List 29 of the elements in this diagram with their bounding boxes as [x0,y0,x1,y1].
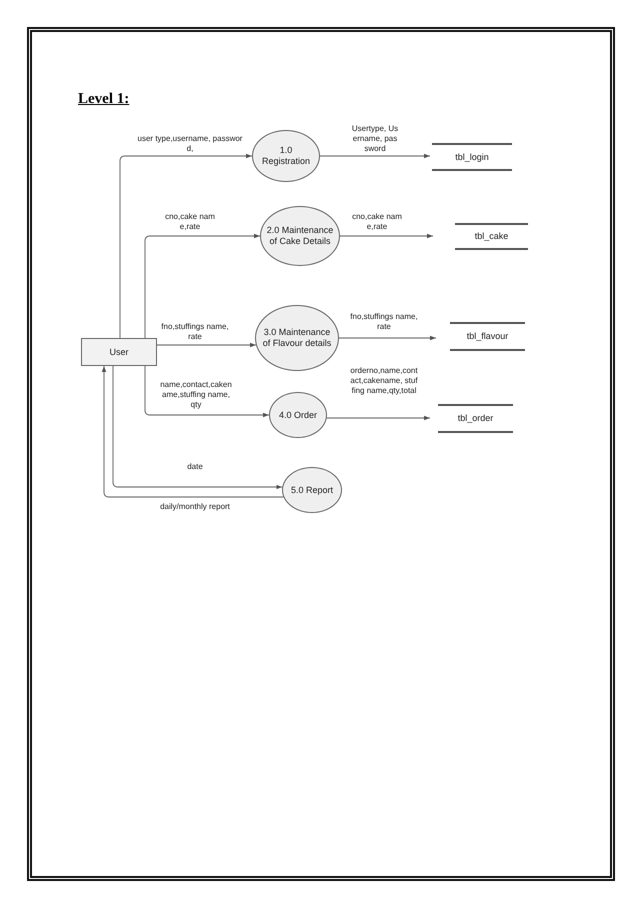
edge-label: user type,username, password, [136,134,244,154]
data-store: tbl_login [432,143,512,171]
process-circle: 2.0 Maintenance of Cake Details [260,206,340,266]
process-circle: 1.0 Registration [252,130,320,182]
arrow [338,336,436,340]
edge-label: daily/monthly report [160,502,230,512]
process-circle: 5.0 Report [282,467,342,513]
edge-label: cno,cake name,rate [352,212,402,232]
entity-box: User [81,338,157,366]
process-circle: 4.0 Order [269,392,327,438]
arrow [144,234,260,338]
arrow [340,234,434,238]
arrow [120,154,252,338]
data-store: tbl_cake [455,223,528,250]
edge-label: fno,stuffings name,rate [350,312,418,332]
data-store: tbl_order [438,404,513,433]
edge-label: Usertype, Username, password [351,124,399,154]
title: Level 1: [78,91,130,108]
edge-label: orderno,name,contact,cakename, stuffing name,qty,total [350,366,418,396]
edge-label: date [186,462,204,472]
arrow [320,154,430,158]
arrow [156,342,256,348]
arrow [144,366,270,418]
edge-label: cno,cake name,rate [165,212,215,232]
arrow [326,416,430,420]
edge-label: fno,stuffings name,rate [161,322,229,342]
edge-label: name,contact,cakename,stuffing name,qty [160,380,232,410]
process-circle: 3.0 Maintenance of Flavour details [255,305,339,371]
data-store: tbl_flavour [450,322,525,351]
